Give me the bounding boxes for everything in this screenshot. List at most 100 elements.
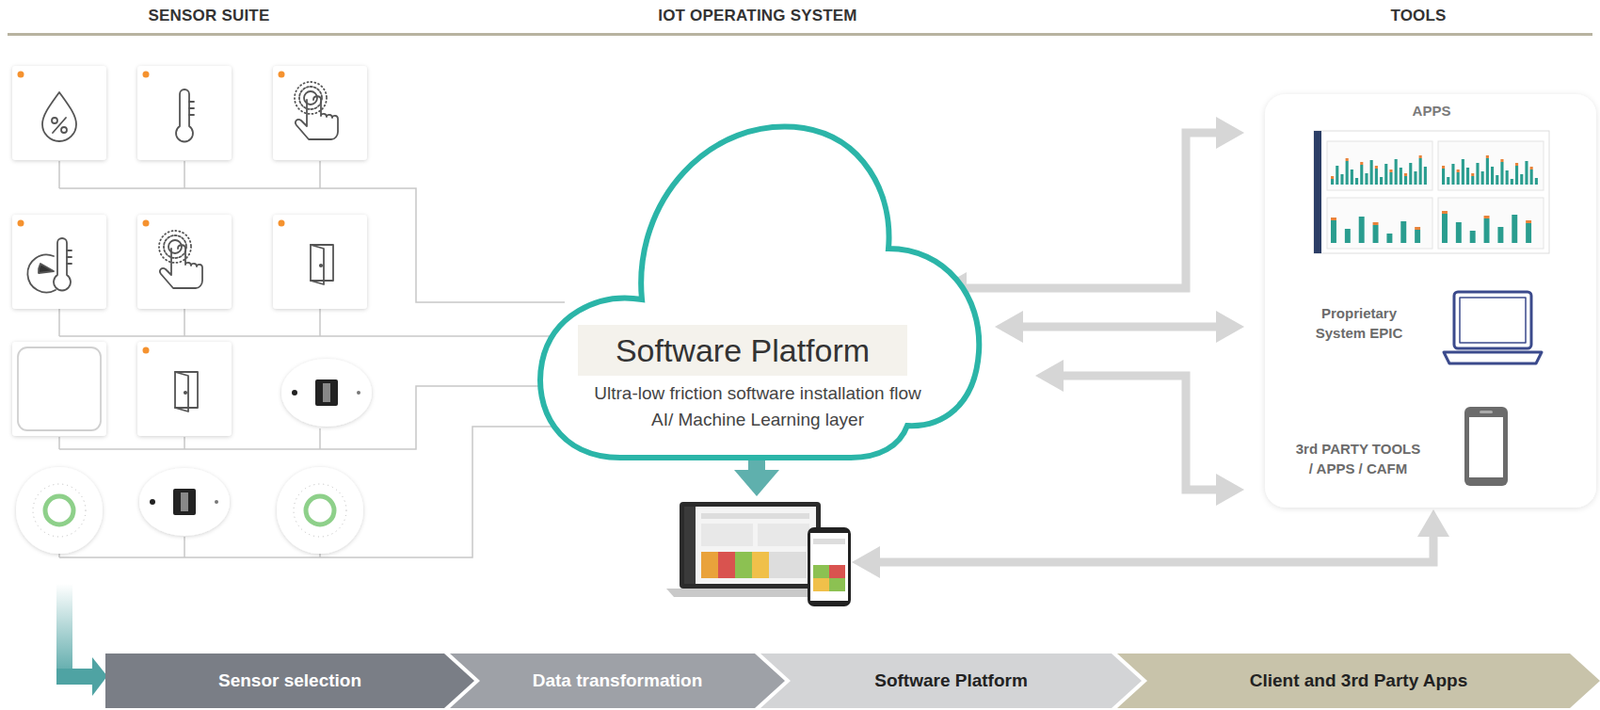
chart-bar — [1330, 178, 1334, 185]
chart-bar — [1389, 172, 1392, 185]
stage-chevron: Client and 3rd Party Apps — [1117, 653, 1600, 708]
connector-line — [1061, 375, 1218, 490]
chart-bar-top — [1456, 169, 1460, 173]
chart-bar — [1340, 174, 1344, 185]
chart-bar — [1414, 229, 1421, 243]
chart-bar-top — [1330, 217, 1337, 221]
chart-bar — [1408, 162, 1412, 185]
chevron-fill — [760, 653, 1142, 708]
chart-bar-top — [1441, 210, 1448, 214]
chart-bar — [1461, 159, 1465, 185]
dashboard-devices — [666, 501, 851, 607]
apps-screenshot — [1313, 130, 1550, 254]
chart-bar-top — [1330, 176, 1334, 179]
platform-feature: AI/ Machine Learning layer — [549, 406, 966, 433]
arrow-head — [1216, 116, 1245, 149]
chart-bar — [1364, 173, 1368, 185]
chart-bar — [1441, 213, 1448, 243]
tool-heading: APPS — [1276, 101, 1587, 121]
chart-bar — [1424, 166, 1427, 185]
tool-entry: Proprietary System EPIC — [1248, 299, 1469, 352]
chart-bar — [1345, 160, 1349, 185]
chart-bar — [1344, 228, 1351, 243]
chart-bar-top — [1345, 158, 1349, 161]
chart-bar — [1399, 167, 1403, 185]
chart-bar-top — [1404, 173, 1408, 176]
connector-line — [1021, 322, 1218, 332]
chart-bar-top — [1500, 159, 1504, 162]
arrow-head — [1216, 473, 1245, 506]
chart-bar — [1441, 168, 1445, 185]
chevron-fill — [1117, 653, 1600, 708]
chart-bar — [1370, 160, 1374, 185]
chart-bar — [1511, 214, 1518, 243]
chart-bar — [1456, 172, 1460, 185]
column-heading: IOT OPERATING SYSTEM — [616, 6, 899, 26]
tool-name: 3rd PARTY TOOLS / APPS / CAFM — [1292, 438, 1424, 479]
stage-label: Sensor selection — [105, 670, 475, 691]
chart-bar — [1466, 167, 1470, 185]
chart-bar-top — [1419, 155, 1423, 159]
data-connector — [1035, 359, 1245, 506]
chart-bar-top — [1441, 165, 1445, 169]
arrow-head — [1216, 310, 1245, 343]
connector-line — [964, 132, 1218, 288]
tool-entry: 3rd PARTY TOOLS / APPS / CAFM — [1248, 434, 1469, 501]
chart-bar — [1400, 221, 1407, 243]
sensor-wires — [59, 160, 565, 558]
chart-bar — [1373, 224, 1379, 243]
arrow-head — [994, 310, 1024, 343]
chart-bar — [1413, 171, 1417, 185]
chart-bar — [1330, 220, 1337, 243]
chart-bar — [1524, 160, 1528, 185]
chart-bar — [1484, 218, 1490, 243]
stage-label: Data transformation — [464, 670, 770, 691]
chart-bar — [1350, 169, 1354, 185]
chart-bar — [1451, 163, 1455, 185]
tools-panel — [1264, 94, 1597, 508]
chart-bar — [1359, 216, 1365, 243]
chart-bar — [1520, 174, 1523, 185]
chart-bar — [1470, 230, 1476, 243]
chart-bar — [1471, 176, 1474, 185]
sensor-icons — [17, 81, 338, 431]
chart-bar — [1525, 223, 1532, 243]
chart-bar-top — [1360, 161, 1363, 165]
chart-bar — [1510, 178, 1514, 185]
occupancy-sensors — [32, 379, 361, 537]
stage-label: Software Platform — [775, 670, 1127, 691]
chart-bar-top — [1515, 162, 1519, 166]
chart-bar — [1404, 176, 1408, 185]
chart-bar — [1394, 159, 1398, 185]
chart-bar-top — [1484, 215, 1490, 219]
chart-bar-top — [1373, 222, 1379, 225]
platform-feature: Ultra-low friction software installation… — [549, 380, 966, 407]
data-connector — [994, 310, 1245, 343]
stage-chevron: Sensor selection — [105, 653, 475, 708]
column-heading: SENSOR SUITE — [67, 6, 351, 26]
phone-icon — [1464, 406, 1508, 486]
chevron-fill — [105, 653, 475, 708]
stage-chevron: Data transformation — [449, 653, 785, 708]
chevron-fill — [449, 653, 785, 708]
arrow-head — [1035, 359, 1064, 392]
chart-bar — [1384, 163, 1388, 185]
header-rule — [7, 32, 1593, 36]
status-dots — [17, 71, 286, 354]
device-link-arrow — [851, 509, 1450, 578]
data-connector — [938, 116, 1245, 304]
chart-bar — [1535, 177, 1538, 185]
chart-bar — [1386, 233, 1392, 243]
chart-bar — [1360, 164, 1363, 185]
platform-title: Software Platform — [577, 324, 908, 376]
chart-bar-top — [1530, 166, 1534, 170]
flow-arrow — [56, 583, 108, 696]
chart-bar — [1495, 175, 1499, 185]
stage-label: Client and 3rd Party Apps — [1132, 670, 1585, 691]
chart-bar — [1497, 226, 1504, 243]
tool-name: Proprietary System EPIC — [1301, 303, 1417, 343]
column-heading: TOOLS — [1324, 6, 1513, 26]
chart-bar — [1505, 170, 1509, 185]
sensor-tiles — [12, 65, 372, 554]
chart-bar — [1335, 165, 1339, 185]
